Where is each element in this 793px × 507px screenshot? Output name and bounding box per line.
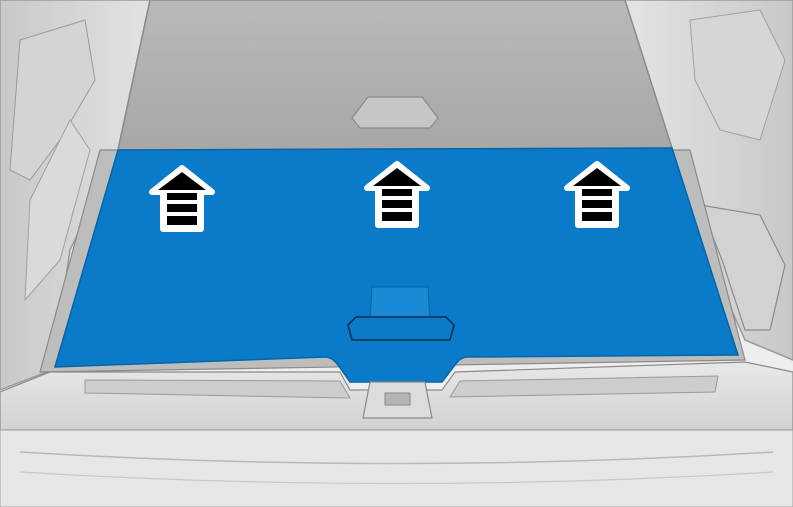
hatch-handle (348, 317, 454, 340)
rear-bumper (0, 430, 793, 507)
backrest-handle (352, 97, 438, 128)
latch-striker-slot (385, 393, 410, 405)
